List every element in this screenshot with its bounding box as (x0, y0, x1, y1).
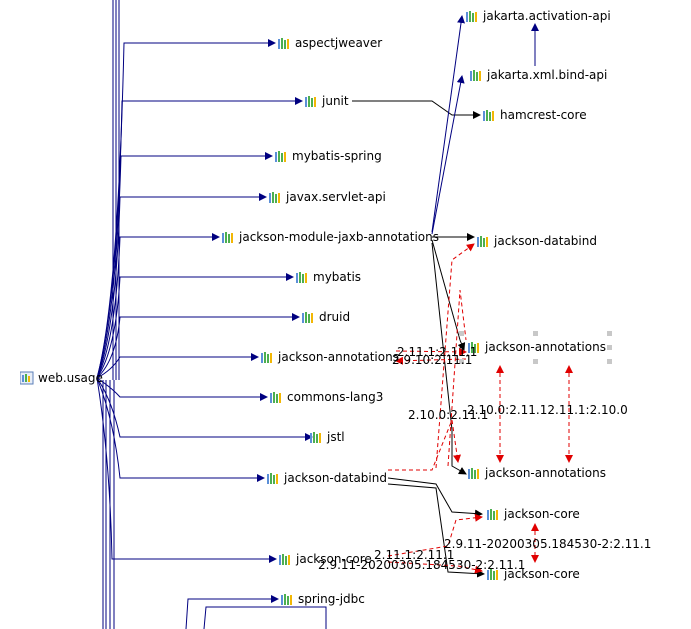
node-junit[interactable]: junit (304, 94, 349, 108)
root-node-web-usage[interactable]: web.usage (19, 371, 103, 385)
node-jakarta-activation-api[interactable]: jakarta.activation-api (465, 9, 611, 23)
library-icon (482, 108, 496, 122)
conflict-label: 2.10.0:2.11.12.11.1:2.10.0 (467, 403, 628, 417)
library-icon (266, 471, 280, 485)
library-icon (280, 592, 294, 606)
library-icon (278, 552, 292, 566)
conflict-label: 2.9.11-20200305.184530-2:2.11.1 (444, 537, 652, 551)
node-spring-jdbc[interactable]: spring-jdbc (280, 592, 365, 606)
node-label: jackson-annotations (485, 466, 606, 480)
node-label: commons-lang3 (287, 390, 384, 404)
node-label: jackson-annotations (278, 350, 399, 364)
library-icon (309, 430, 323, 444)
node-mybatis[interactable]: mybatis (295, 270, 361, 284)
node-mybatis-spring[interactable]: mybatis-spring (274, 149, 382, 163)
node-label: web.usage (38, 371, 103, 385)
library-icon (486, 567, 500, 581)
node-javax-servlet-api[interactable]: javax.servlet-api (268, 190, 386, 204)
node-jaxb-jackson-databind[interactable]: jackson-databind (476, 234, 597, 248)
node-jackson-core-2[interactable]: jackson-core (486, 567, 580, 581)
node-label: jackson-databind (284, 471, 387, 485)
library-icon (486, 507, 500, 521)
library-icon (295, 270, 309, 284)
node-label: jackson-databind (494, 234, 597, 248)
node-label: junit (322, 94, 349, 108)
node-jackson-annotations-2[interactable]: jackson-annotations (467, 466, 606, 480)
node-label: mybatis-spring (292, 149, 382, 163)
node-jakarta-xml-bind-api[interactable]: jakarta.xml.bind-api (469, 68, 607, 82)
node-label: mybatis (313, 270, 362, 284)
library-icon (469, 68, 483, 82)
node-label: jackson-core (296, 552, 372, 566)
conflict-label: 2.11.1:2.11.1 (397, 345, 478, 359)
jakarta-edges (431, 15, 539, 235)
module-icon (19, 371, 34, 385)
conflict-label: 2.9.11-20200305.184530-2:2.11.1 (318, 558, 526, 572)
node-label: aspectjweaver (295, 36, 383, 50)
node-jackson-core-1[interactable]: jackson-core (486, 507, 580, 521)
conflict-label: 2.10.0:2.11.1 (408, 408, 489, 422)
conflict-edges (387, 243, 573, 574)
node-label: jackson-core (504, 567, 580, 581)
node-aspectjweaver[interactable]: aspectjweaver (277, 36, 382, 50)
library-icon (301, 310, 315, 324)
library-icon (467, 466, 481, 480)
library-icon (274, 149, 288, 163)
selection-handle[interactable] (533, 331, 538, 336)
library-icon (221, 230, 235, 244)
node-label: jstl (327, 430, 345, 444)
conflict-label: 2.11.1:2.11.1 (374, 548, 455, 562)
conflict-label: 2.9.10:2.11.1 (392, 353, 473, 367)
node-jstl[interactable]: jstl (309, 430, 345, 444)
selection-handle[interactable] (459, 331, 464, 336)
node-label: jackson-core (504, 507, 580, 521)
node-commons-lang3[interactable]: commons-lang3 (269, 390, 383, 404)
node-label: jakarta.xml.bind-api (487, 68, 608, 82)
node-label: druid (319, 310, 351, 324)
node-label: spring-jdbc (298, 592, 365, 606)
library-icon (268, 190, 282, 204)
library-icon (465, 9, 479, 23)
library-icon (260, 350, 274, 364)
node-jackson-module-jaxb-annotations[interactable]: jackson-module-jaxb-annotations (221, 230, 439, 244)
library-icon (476, 234, 490, 248)
root-edges (96, 0, 327, 629)
node-jackson-databind[interactable]: jackson-databind (266, 471, 387, 485)
selection-handle[interactable] (607, 331, 612, 336)
library-icon (269, 390, 283, 404)
node-jackson-annotations-selected[interactable]: jackson-annotations (467, 340, 606, 354)
selection-handle[interactable] (459, 359, 464, 364)
node-hamcrest-core[interactable]: hamcrest-core (482, 108, 587, 122)
node-label: jakarta.activation-api (483, 9, 611, 23)
selection-handle[interactable] (533, 359, 538, 364)
selection-handle[interactable] (607, 359, 612, 364)
node-label: jackson-module-jaxb-annotations (239, 230, 440, 244)
library-icon (304, 94, 318, 108)
node-jackson-annotations[interactable]: jackson-annotations (260, 350, 399, 364)
node-label: hamcrest-core (500, 108, 587, 122)
selection-handle[interactable] (607, 345, 612, 350)
node-druid[interactable]: druid (301, 310, 350, 324)
node-jackson-core[interactable]: jackson-core (278, 552, 372, 566)
dependency-edges (352, 100, 485, 578)
library-icon (467, 340, 481, 354)
node-label: javax.servlet-api (286, 190, 386, 204)
library-icon (277, 36, 291, 50)
node-label: jackson-annotations (485, 340, 606, 354)
